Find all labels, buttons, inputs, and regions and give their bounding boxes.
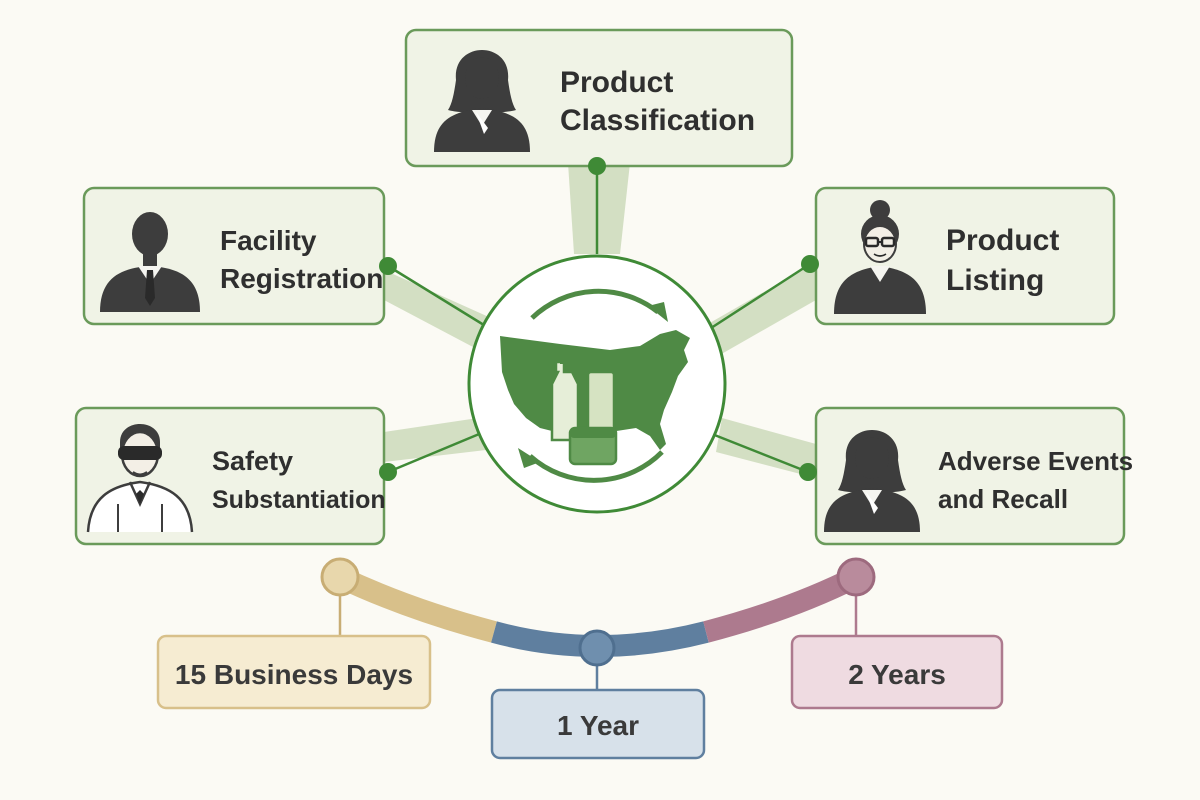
dot-product-listing — [801, 255, 819, 273]
beam-product-listing — [708, 262, 816, 356]
timeline-arc-tan — [335, 567, 497, 643]
dot-safety-substantiation — [379, 463, 397, 481]
dot-facility-registration — [379, 257, 397, 275]
beam-facility-registration — [384, 270, 500, 356]
timeline-label-two-years: 2 Years — [790, 634, 1004, 710]
center-hub — [467, 254, 727, 514]
beam-product-classification — [568, 163, 630, 254]
timeline-label-fifteen-business-days: 15 Business Days — [156, 634, 432, 710]
beams — [384, 163, 816, 478]
svg-text:2 Years: 2 Years — [848, 659, 946, 690]
timeline: 15 Business Days 1 Year 2 Years — [156, 557, 1004, 760]
box-safety-substantiation: Safety Substantiation — [74, 406, 386, 546]
node-label-product-listing: Product — [946, 224, 1059, 257]
cycle-arrow-top-icon — [530, 288, 660, 320]
timeline-marker-one-year — [578, 629, 616, 667]
box-product-classification: Product Classification — [404, 28, 794, 168]
timeline-marker-fifteen-business-days — [320, 557, 360, 597]
us-map-with-cosmetic-products-icon — [500, 330, 690, 466]
connector-product-listing — [707, 262, 811, 332]
dot-product-classification — [588, 157, 606, 175]
node-label-safety-substantiation: Safety — [212, 446, 293, 476]
node-label-facility-registration: Facility — [220, 225, 317, 256]
beam-safety-substantiation — [384, 418, 486, 462]
node-label-product-classification: Product — [560, 66, 673, 99]
timeline-arc-mauve — [703, 567, 861, 643]
tube-icon — [586, 370, 616, 438]
beam-adverse-events — [716, 418, 816, 478]
connectors — [387, 166, 811, 474]
connector-safety-substantiation — [387, 430, 485, 474]
timeline-marker-two-years — [836, 557, 876, 597]
dot-adverse-events — [799, 463, 817, 481]
box-facility-registration: Facility Registration — [82, 186, 386, 326]
node-label-adverse-events: Adverse Events — [938, 446, 1133, 476]
connector-facility-registration — [387, 264, 493, 332]
node-label-product-listing-line2: Listing — [946, 264, 1044, 297]
node-label-adverse-events-line2: and Recall — [938, 484, 1068, 514]
cycle-arrow-bottom-icon — [528, 450, 664, 483]
box-product-listing: Product Listing — [814, 186, 1116, 326]
node-label-safety-substantiation-line2: Substantiation — [212, 486, 386, 514]
box-adverse-events-and-recall: Adverse Events and Recall — [814, 406, 1133, 546]
timeline-label-one-year: 1 Year — [490, 688, 706, 760]
connector-dots — [379, 157, 819, 481]
connector-adverse-events — [711, 432, 809, 474]
node-label-facility-registration-line2: Registration — [220, 263, 383, 294]
svg-text:1 Year: 1 Year — [557, 710, 639, 741]
svg-text:15 Business Days: 15 Business Days — [175, 659, 413, 690]
pump-top-icon — [560, 358, 574, 364]
node-label-product-classification-line2: Classification — [560, 104, 755, 137]
